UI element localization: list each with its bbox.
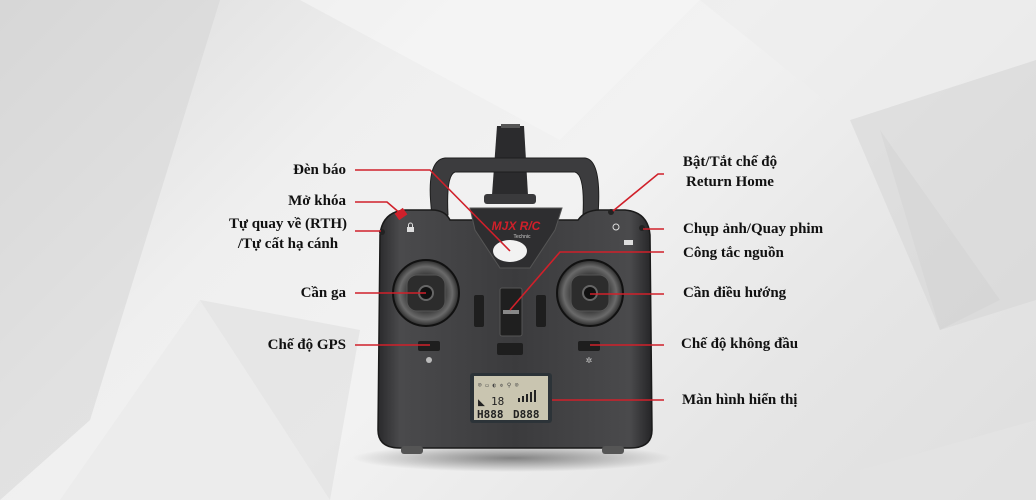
callout-lines	[355, 169, 664, 401]
svg-text:H888: H888	[477, 408, 504, 421]
svg-text:18: 18	[491, 395, 504, 408]
label-rth: Tự quay về (RTH) /Tự cất hạ cánh	[218, 214, 358, 254]
label-rth-line1: Tự quay về (RTH)	[228, 216, 348, 232]
label-return-home-line1: Bật/Tắt chế độ	[682, 154, 778, 170]
label-indicator-light: Đèn báo	[293, 162, 346, 178]
label-return-home-line2: Return Home	[686, 174, 774, 190]
brand-sub: Technic	[514, 234, 531, 240]
brand-logo: MJX R/C	[492, 219, 541, 233]
label-return-home: Bật/Tắt chế độ Return Home	[670, 152, 790, 192]
label-unlock: Mở khóa	[288, 193, 346, 209]
label-direction-stick: Cần điều hướng	[683, 285, 787, 301]
svg-text:✲: ✲	[586, 356, 593, 365]
label-power-switch: Công tắc nguồn	[683, 245, 784, 261]
callout-unlock	[355, 201, 402, 215]
svg-text:⌾ ▭ ◐ ✲ ⚲ ⌾: ⌾ ▭ ◐ ✲ ⚲ ⌾	[478, 382, 519, 389]
label-display-screen: Màn hình hiển thị	[682, 392, 798, 408]
label-headless-mode: Chế độ không đầu	[681, 336, 799, 352]
svg-text:D888: D888	[513, 408, 540, 421]
svg-text:◣: ◣	[478, 397, 485, 407]
callout-indicator-light	[355, 169, 511, 252]
label-photo-video: Chụp ảnh/Quay phim	[683, 221, 824, 237]
label-rth-line2: /Tự cất hạ cánh	[237, 236, 339, 252]
direction-stick-gimbal	[556, 259, 624, 327]
lcd-display: ⌾ ▭ ◐ ✲ ⚲ ⌾ 18 ◣ H888 D888	[470, 373, 552, 423]
gps-mode-switch	[418, 341, 440, 351]
label-throttle-stick: Cần ga	[300, 285, 346, 301]
callout-return-home	[612, 173, 664, 212]
label-gps-mode: Chế độ GPS	[267, 337, 346, 353]
callout-power-switch	[509, 251, 664, 311]
headless-mode-switch	[578, 341, 600, 351]
